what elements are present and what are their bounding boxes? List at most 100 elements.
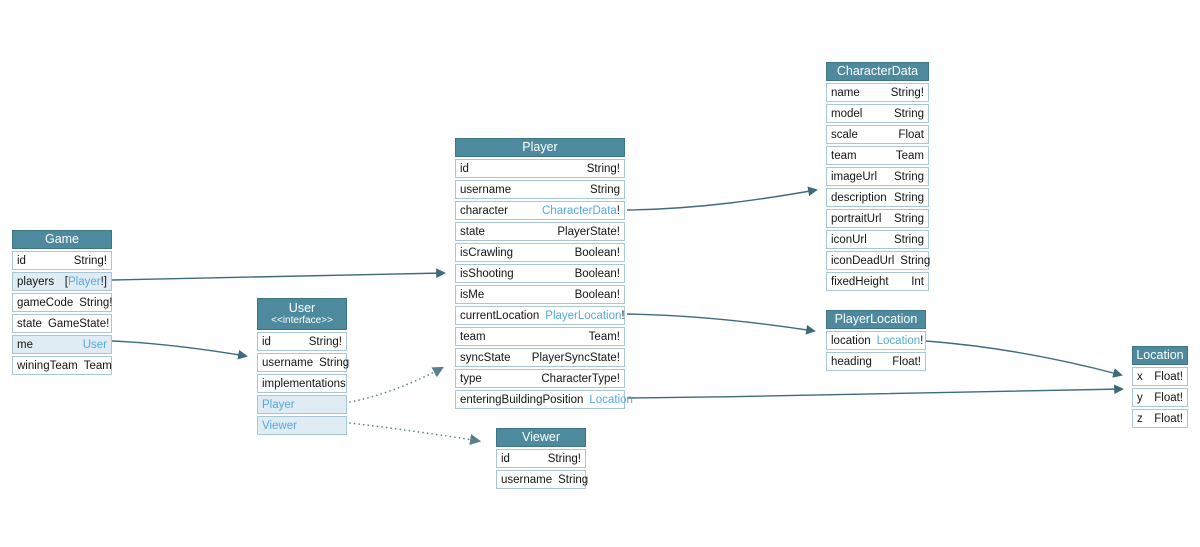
type-text: String!: [73, 254, 107, 267]
field-row-user-Viewer[interactable]: Viewer: [257, 416, 347, 435]
type-node-playerlocation: PlayerLocation location Location! heading Fl…: [826, 310, 926, 371]
field-row-viewer-id[interactable]: id String!: [496, 449, 586, 468]
type-link[interactable]: Location: [589, 393, 633, 406]
type-text: Float!: [1154, 412, 1183, 425]
type-node-viewer-header[interactable]: Viewer: [496, 428, 586, 447]
field-name: players: [17, 275, 55, 288]
type-text: CharacterType!: [541, 372, 620, 385]
type-link[interactable]: PlayerLocation: [545, 309, 622, 322]
field-name: z: [1137, 412, 1143, 425]
field-row-player-state[interactable]: state PlayerState!: [455, 222, 625, 241]
field-row-game-players[interactable]: players [Player!]: [12, 272, 112, 291]
type-node-playerlocation-header[interactable]: PlayerLocation: [826, 310, 926, 329]
field-type: String: [894, 213, 924, 225]
field-row-user-Player[interactable]: Player: [257, 395, 347, 414]
type-text: Float!: [1154, 391, 1183, 404]
field-type: [Player!]: [65, 276, 107, 288]
field-row-location-z[interactable]: z Float!: [1132, 409, 1188, 428]
type-node-player-header[interactable]: Player: [455, 138, 625, 157]
type-text: Team!: [588, 330, 620, 343]
type-text: !: [621, 309, 625, 322]
type-link[interactable]: Viewer: [262, 419, 297, 432]
field-name: location: [831, 334, 871, 347]
field-row-player-type[interactable]: type CharacterType!: [455, 369, 625, 388]
field-name: portraitUrl: [831, 212, 882, 225]
field-name: heading: [831, 355, 872, 368]
field-type: String: [894, 192, 924, 204]
field-name: character: [460, 204, 508, 217]
field-row-user-implementations[interactable]: implementations: [257, 374, 347, 393]
field-type: String!: [587, 163, 620, 175]
field-name: state: [460, 225, 485, 238]
type-text: String!: [547, 452, 581, 465]
type-node-location-header[interactable]: Location: [1132, 346, 1188, 365]
field-type: Float: [898, 129, 924, 141]
field-type: Team: [896, 150, 924, 162]
field-type: String: [558, 474, 588, 486]
type-link[interactable]: CharacterData: [542, 204, 617, 217]
field-type: PlayerState!: [557, 226, 620, 238]
field-row-characterdata-portraitUrl[interactable]: portraitUrl String: [826, 209, 929, 228]
type-title: PlayerLocation: [834, 312, 918, 326]
field-type: CharacterType!: [541, 373, 620, 385]
type-text: Float!: [892, 355, 921, 368]
field-type: String: [590, 184, 620, 196]
type-text: Team: [83, 359, 112, 372]
type-node-user-header[interactable]: User<<interface>>: [257, 298, 347, 330]
type-link[interactable]: Location: [876, 334, 921, 347]
type-link[interactable]: Player: [262, 398, 295, 411]
type-node-game-header[interactable]: Game: [12, 230, 112, 249]
field-type: Boolean!: [575, 268, 620, 280]
type-node-characterdata-header[interactable]: CharacterData: [826, 62, 929, 81]
type-text: String!: [308, 335, 342, 348]
field-type: Float!: [1154, 371, 1183, 383]
field-type: Team!: [589, 331, 620, 343]
field-name: iconUrl: [831, 233, 867, 246]
field-name: type: [460, 372, 482, 385]
field-type: Location: [589, 394, 632, 406]
field-row-playerlocation-location[interactable]: location Location!: [826, 331, 926, 350]
type-link[interactable]: Player: [68, 275, 101, 288]
type-title: Game: [44, 232, 80, 246]
type-text: String: [893, 233, 924, 246]
field-name: model: [831, 107, 863, 120]
type-text: !: [920, 334, 924, 347]
field-name: id: [501, 452, 510, 465]
type-text: String: [558, 473, 589, 486]
field-type: Boolean!: [575, 247, 620, 259]
type-title: CharacterData: [836, 64, 919, 78]
field-type: User: [83, 339, 107, 351]
field-row-playerlocation-heading[interactable]: heading Float!: [826, 352, 926, 371]
field-row-characterdata-iconUrl[interactable]: iconUrl String: [826, 230, 929, 249]
type-link[interactable]: User: [82, 338, 107, 351]
